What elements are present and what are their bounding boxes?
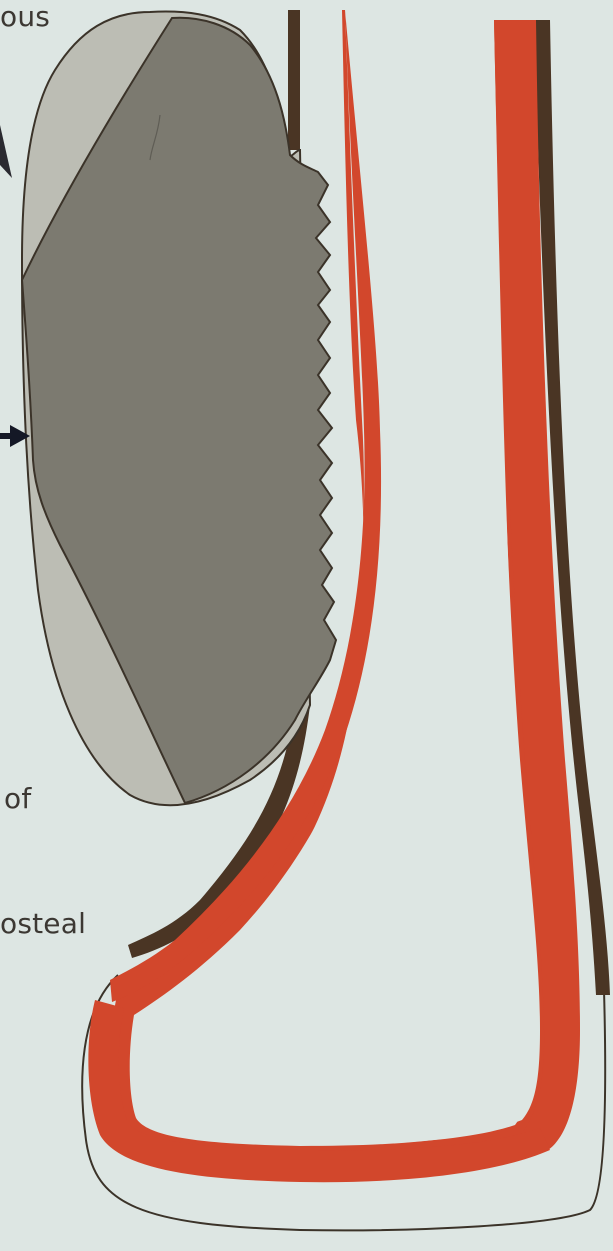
cortex-shadow-left-upper	[288, 10, 300, 150]
label-bottom-left: osteal	[0, 907, 86, 940]
label-mid-left: of	[4, 782, 32, 815]
label-top-left: ous	[0, 0, 50, 33]
